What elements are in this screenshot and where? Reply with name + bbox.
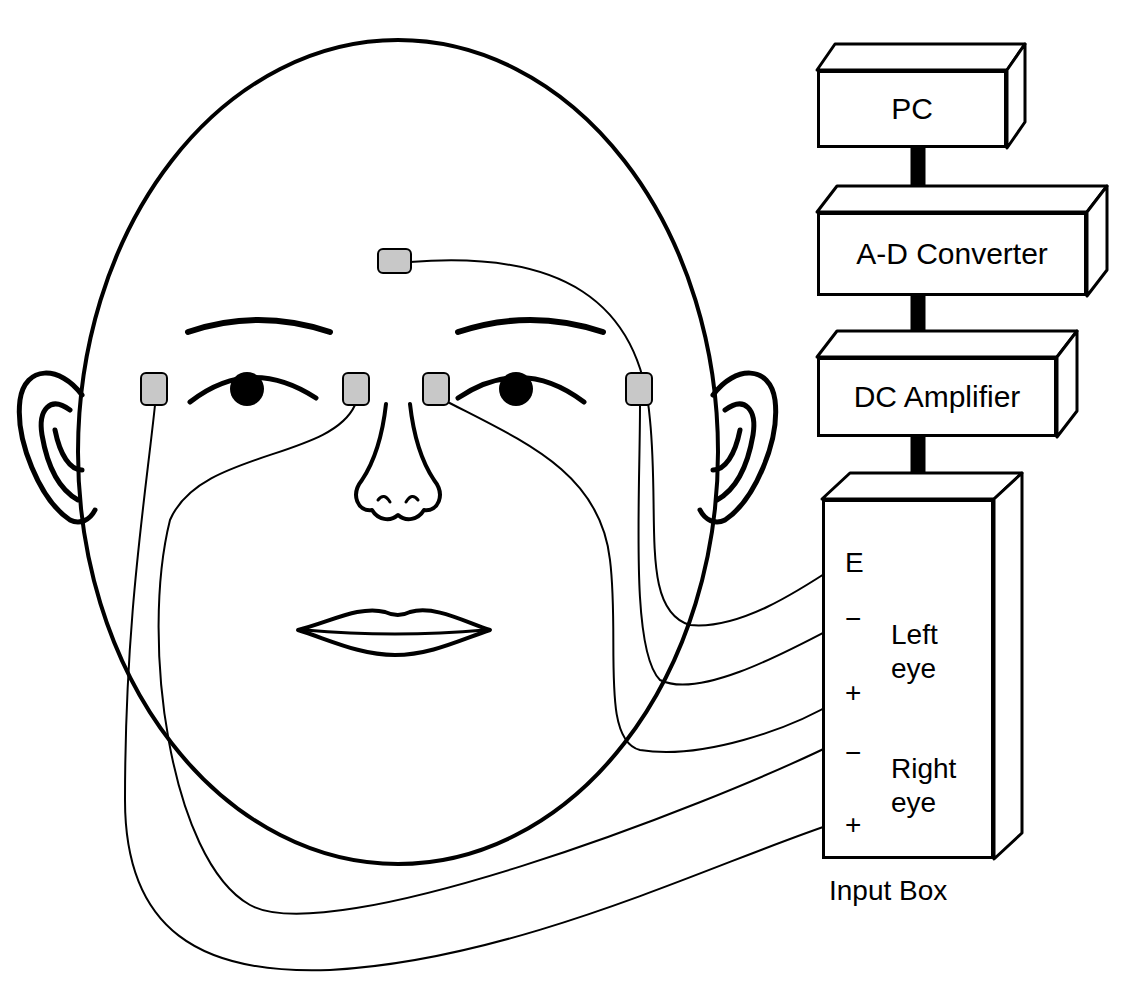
electrode-wires	[125, 260, 838, 970]
box-label: PC	[891, 91, 933, 127]
nose	[356, 404, 440, 519]
input-box: E−Left eye+−Right eye+Input Box	[822, 499, 994, 859]
electrode	[343, 373, 369, 405]
terminal-label: −	[845, 736, 861, 770]
ears	[19, 373, 775, 522]
box-label: DC Amplifier	[854, 379, 1021, 415]
electrode	[423, 373, 449, 405]
terminal-label: E	[845, 546, 864, 580]
pupil	[230, 372, 264, 406]
pupil	[499, 372, 533, 406]
box-heading: Input Box	[829, 874, 947, 908]
terminal-label: −	[845, 602, 861, 636]
lips	[298, 610, 490, 655]
terminal-label: +	[845, 676, 861, 710]
head-outline	[78, 40, 718, 864]
eyebrow	[458, 320, 603, 332]
electrodes	[141, 249, 652, 405]
converter-box: A-D Converter	[817, 212, 1087, 296]
pc-box: PC	[817, 70, 1007, 148]
electrode	[141, 373, 167, 405]
amplifier-box: DC Amplifier	[817, 357, 1057, 437]
eyebrow	[188, 320, 330, 332]
box-label: A-D Converter	[856, 236, 1048, 272]
electrode	[378, 249, 411, 273]
channel-label: Right eye	[891, 752, 981, 819]
terminal-label: +	[845, 808, 861, 842]
electrode	[626, 373, 652, 405]
channel-label: Left eye	[891, 618, 971, 685]
